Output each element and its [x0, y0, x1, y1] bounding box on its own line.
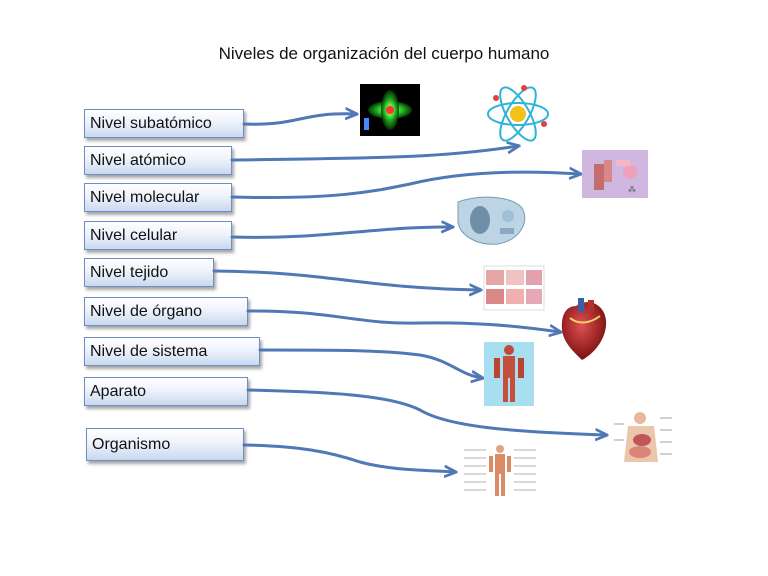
orbital-icon [360, 84, 420, 136]
digestive-system-icon [614, 410, 674, 466]
level-system: Nivel de sistema [84, 337, 260, 366]
heart-icon [561, 298, 607, 360]
organism-icon [460, 444, 538, 500]
level-organ: Nivel de órgano [84, 297, 248, 326]
cell-icon [457, 196, 526, 245]
atom-icon [487, 85, 549, 142]
level-cellular: Nivel celular [84, 221, 232, 250]
level-tissue: Nivel tejido [84, 258, 214, 287]
arrow-cellular [230, 227, 452, 239]
arrow-organ [246, 309, 560, 332]
arrow-apparatus [246, 388, 606, 435]
molecule-icon: ⁂ [582, 150, 648, 198]
level-apparatus: Aparato [84, 377, 248, 406]
diagram-title: Niveles de organización del cuerpo human… [218, 44, 550, 63]
arrow-molecular [230, 172, 580, 200]
arrow-atomic [230, 146, 518, 162]
level-molecular: Nivel molecular [84, 183, 232, 212]
arrow-tissue [212, 269, 480, 290]
svg-text:⁂: ⁂ [628, 185, 636, 194]
muscle-system-icon [484, 342, 534, 406]
arrow-organism [242, 443, 455, 472]
tissue-icon [483, 265, 545, 311]
arrow-subatomic [242, 114, 356, 126]
level-organism: Organismo [86, 428, 244, 461]
arrow-system [258, 348, 482, 378]
